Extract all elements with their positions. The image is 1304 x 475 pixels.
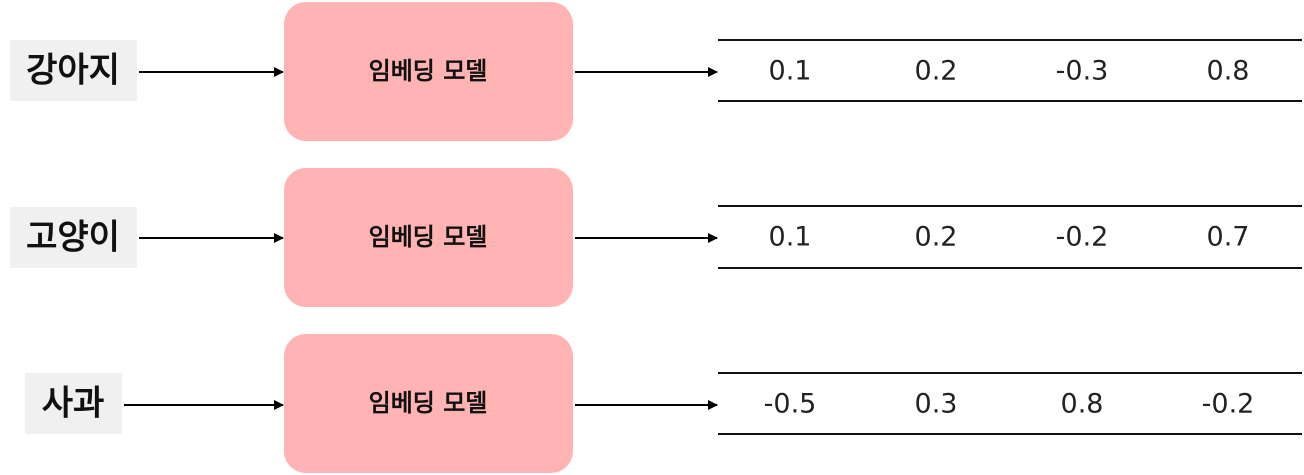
row-0: 강아지 임베딩 모델 0.1 0.2 -0.3 0.8 (10, 2, 1302, 141)
row-1: 고양이 임베딩 모델 0.1 0.2 -0.2 0.7 (10, 168, 1302, 307)
embedding-model-label-1: 임베딩 모델 (369, 223, 488, 251)
word-label-0: 강아지 (26, 51, 120, 91)
vector-value-1-0: 0.1 (769, 222, 812, 253)
vector-value-2-3: -0.2 (1202, 389, 1255, 420)
vector-value-2-2: 0.8 (1061, 389, 1104, 420)
word-label-1: 고양이 (26, 218, 120, 258)
vector-value-0-1: 0.2 (915, 56, 958, 87)
word-label-2: 사과 (42, 384, 105, 424)
vector-value-1-2: -0.2 (1056, 222, 1109, 253)
vector-value-2-1: 0.3 (915, 389, 958, 420)
vector-value-1-3: 0.7 (1207, 222, 1250, 253)
row-2: 사과 임베딩 모델 -0.5 0.3 0.8 -0.2 (25, 334, 1302, 473)
embedding-model-label-0: 임베딩 모델 (369, 57, 488, 85)
embedding-model-box-2 (284, 334, 573, 473)
vector-value-0-3: 0.8 (1207, 56, 1250, 87)
embedding-model-box-0 (284, 2, 573, 141)
embedding-model-label-2: 임베딩 모델 (369, 389, 488, 417)
vector-value-0-0: 0.1 (769, 56, 812, 87)
word-box-1 (10, 207, 137, 268)
vector-value-2-0: -0.5 (764, 389, 817, 420)
word-box-2 (25, 373, 122, 434)
vector-value-0-2: -0.3 (1056, 56, 1109, 87)
vector-value-1-1: 0.2 (915, 222, 958, 253)
word-box-0 (10, 40, 137, 101)
embedding-model-box-1 (284, 168, 573, 307)
